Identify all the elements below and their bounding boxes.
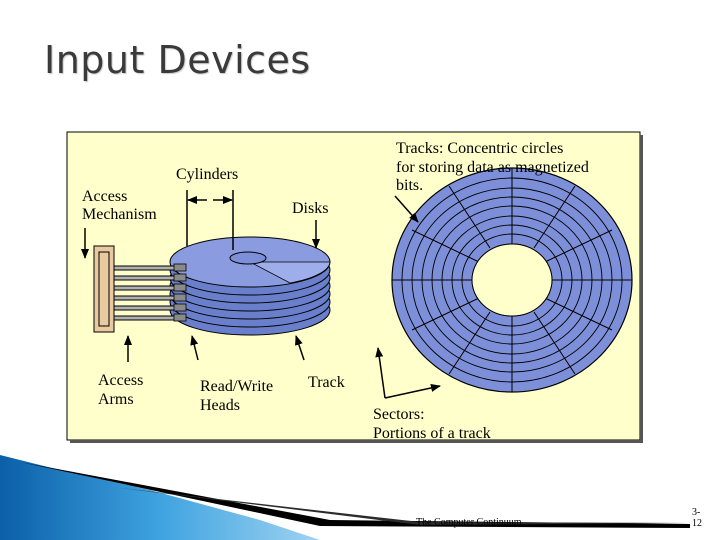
label-read-write-line2: Heads: [200, 397, 240, 414]
disk-stack: [169, 236, 331, 336]
label-cylinders: Cylinders: [176, 166, 239, 183]
label-track: Track: [308, 374, 345, 391]
page-number-line1: 3-: [692, 507, 701, 518]
label-access-arms-line2: Arms: [98, 391, 134, 408]
spindle: [229, 251, 267, 265]
label-tracks-line2: for storing data as magnetized: [396, 159, 589, 176]
label-access-mechanism-line1: Access: [82, 188, 128, 205]
access-mechanism: [93, 245, 115, 333]
read-write-heads: [173, 263, 187, 322]
center-hole: [471, 243, 553, 317]
label-read-write-line1: Read/Write: [200, 378, 274, 395]
label-tracks-line3: bits.: [396, 177, 424, 194]
slide-title: Input Devices: [44, 38, 311, 82]
label-sectors-line1: Sectors:: [373, 406, 425, 423]
label-sectors-line2: Portions of a track: [373, 425, 491, 442]
disk-surface: [391, 167, 633, 393]
label-tracks-line1: Tracks: Concentric circles: [396, 140, 564, 157]
footer-band: [0, 455, 690, 540]
footer-text: The Computer Continuum: [416, 517, 522, 528]
label-disks: Disks: [292, 200, 329, 217]
label-access-arms-line1: Access: [98, 372, 144, 389]
page-number-line2: 12: [692, 518, 702, 529]
label-access-mechanism-line2: Mechanism: [82, 206, 157, 223]
